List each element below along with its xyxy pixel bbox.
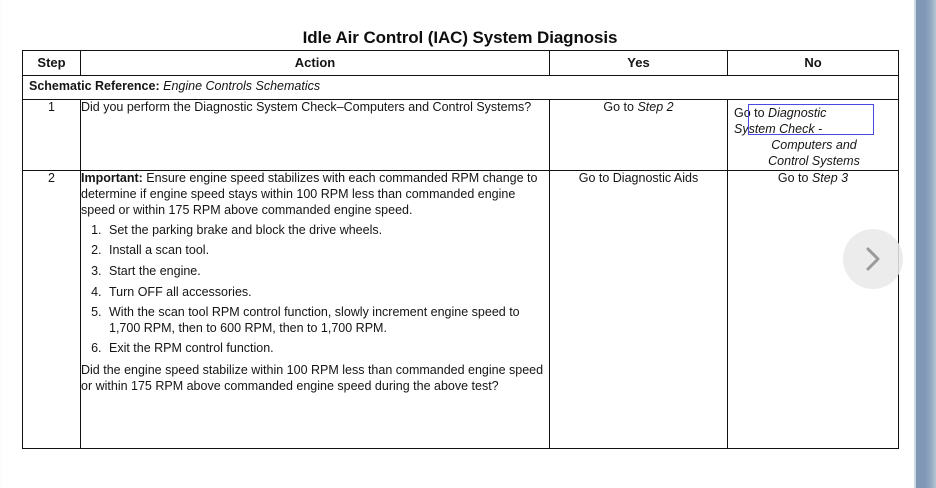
- yes-goto-target-step-1: Step 2: [637, 100, 674, 114]
- schematic-reference-label: Schematic Reference:: [29, 79, 160, 94]
- no-goto-line-3: Computers and: [771, 138, 857, 152]
- no-goto-prefix: Go to: [734, 106, 769, 120]
- table-row-step-2: 2 Important: Ensure engine speed stabili…: [22, 170, 899, 449]
- list-item: Exit the RPM control function.: [105, 341, 549, 357]
- procedure-step-list: Set the parking brake and block the driv…: [81, 223, 549, 357]
- column-header-step: Step: [22, 50, 81, 76]
- list-item: Start the engine.: [105, 264, 549, 280]
- document-page: Idle Air Control (IAC) System Diagnosis …: [0, 0, 916, 488]
- viewer-gutter-edge: [914, 0, 916, 488]
- column-header-action: Action: [80, 50, 550, 76]
- important-text: Ensure engine speed stabilizes with each…: [81, 171, 538, 217]
- no-goto-target-line-1: Diagnostic: [768, 106, 827, 120]
- viewer-scrollbar-gutter[interactable]: [916, 0, 936, 488]
- step-number-2: 2: [22, 170, 81, 449]
- action-cell-step-1: Did you perform the Diagnostic System Ch…: [80, 99, 550, 171]
- table-row-step-1: 1 Did you perform the Diagnostic System …: [22, 99, 899, 171]
- table-header-row: Step Action Yes No: [22, 50, 899, 76]
- no-goto-target-step-2: Step 3: [811, 171, 849, 185]
- column-header-yes: Yes: [549, 50, 728, 76]
- no-goto-line-4: Control Systems: [768, 154, 860, 168]
- action-cell-step-2: Important: Ensure engine speed stabilize…: [80, 170, 550, 449]
- list-item: Turn OFF all accessories.: [105, 285, 549, 301]
- page-title: Idle Air Control (IAC) System Diagnosis: [302, 28, 618, 47]
- step-number-1: 1: [22, 99, 81, 171]
- no-goto-line-1: Go to Diagnostic: [734, 105, 894, 121]
- schematic-reference-value: Engine Controls Schematics: [163, 79, 321, 94]
- no-cell-step-2: Go to Step 3: [727, 170, 899, 449]
- schematic-reference-cell: Schematic Reference: Engine Controls Sch…: [22, 75, 899, 100]
- action-question-step-2: Did the engine speed stabilize within 10…: [81, 363, 544, 393]
- no-cell-step-1: Go to Diagnostic System Check - Computer…: [727, 99, 899, 171]
- schematic-reference-row: Schematic Reference: Engine Controls Sch…: [22, 75, 899, 100]
- scan-left-edge: [0, 0, 3, 488]
- action-question-step-1: Did you perform the Diagnostic System Ch…: [81, 100, 532, 114]
- column-header-no: No: [727, 50, 899, 76]
- list-item: Set the parking brake and block the driv…: [105, 223, 549, 239]
- list-item: With the scan tool RPM control function,…: [105, 305, 549, 336]
- no-goto-block-step-1: Go to Diagnostic System Check - Computer…: [728, 100, 898, 169]
- yes-cell-step-2: Go to Diagnostic Aids: [549, 170, 728, 449]
- no-goto-line-2: System Check -: [734, 122, 823, 136]
- important-label: Important:: [81, 171, 143, 185]
- list-item: Install a scan tool.: [105, 243, 549, 259]
- next-page-button[interactable]: [843, 229, 903, 289]
- important-note: Important: Ensure engine speed stabilize…: [81, 171, 549, 219]
- no-goto-prefix-step-2: Go to: [777, 171, 812, 185]
- yes-goto-text-step-1: Go to: [603, 100, 638, 114]
- diagnosis-table: Step Action Yes No Schematic Reference: …: [22, 50, 899, 449]
- chevron-right-icon: [862, 244, 884, 274]
- yes-cell-step-1: Go to Step 2: [549, 99, 728, 171]
